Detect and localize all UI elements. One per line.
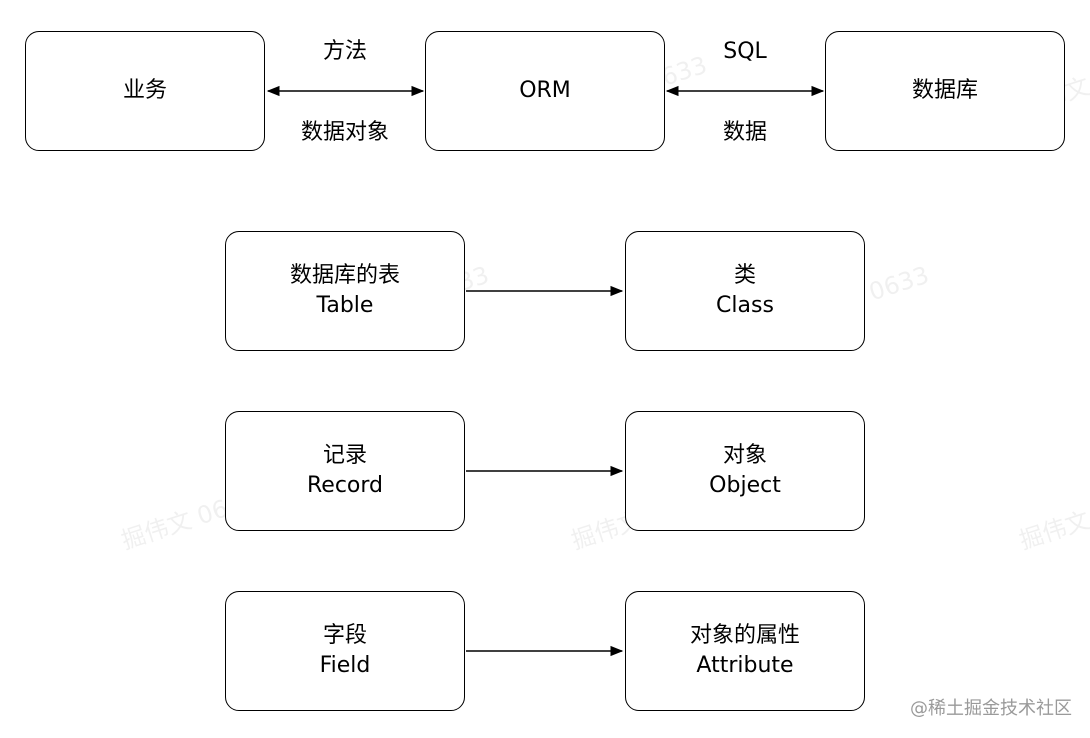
edge-label-method: 方法 (322, 39, 368, 64)
business-label: 业务 (122, 78, 167, 103)
node-label-cn: 字段 (322, 623, 367, 648)
business-node: 业务 (25, 31, 265, 151)
class-node: 类 Class (625, 231, 865, 351)
object-node: 对象 Object (625, 411, 865, 531)
orm-label: ORM (519, 78, 571, 103)
node-label-cn: 数据库的表 (289, 263, 400, 288)
node-label-en: Class (716, 293, 774, 318)
node-label-cn: 对象的属性 (689, 623, 800, 648)
edge-label-sql: SQL (723, 39, 767, 64)
database-node: 数据库 (825, 31, 1065, 151)
edge-label-data-object: 数据对象 (300, 120, 390, 145)
db-table-node: 数据库的表 Table (225, 231, 465, 351)
node-label-en: Attribute (696, 653, 794, 678)
node-label-en: Object (709, 473, 781, 498)
node-label-cn: 类 (733, 263, 756, 288)
node-label-cn: 对象 (722, 443, 767, 468)
edge-label-data: 数据 (722, 120, 768, 145)
footer-watermark: @稀土掘金技术社区 (910, 698, 1072, 719)
node-label-en: Table (316, 293, 374, 318)
record-node: 记录 Record (225, 411, 465, 531)
node-label-en: Record (306, 473, 383, 498)
field-node: 字段 Field (225, 591, 465, 711)
orm-node: ORM (425, 31, 665, 151)
node-label-en: Field (319, 653, 371, 678)
database-label: 数据库 (911, 78, 978, 103)
attribute-node: 对象的属性 Attribute (625, 591, 865, 711)
node-label-cn: 记录 (322, 443, 367, 468)
